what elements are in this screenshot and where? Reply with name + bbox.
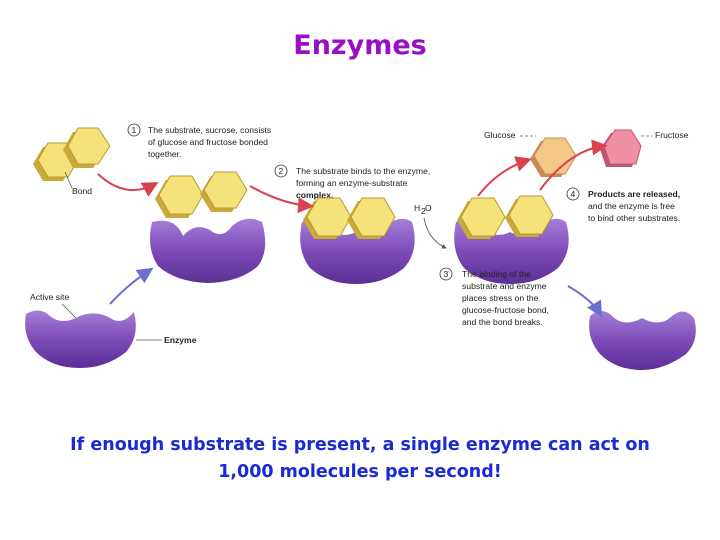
step-1-line-3: together. bbox=[148, 149, 181, 159]
bond-pointer bbox=[64, 171, 73, 189]
enzyme-substrate-complex-substrate bbox=[303, 197, 396, 239]
step-3: 3 The binding of the substrate and enzym… bbox=[439, 267, 549, 327]
step-3-line-5: and the bond breaks. bbox=[462, 317, 543, 327]
step-2: 2 The substrate binds to the enzyme, for… bbox=[274, 164, 430, 200]
step-1-number: 1 bbox=[132, 125, 137, 135]
fructose-label: Fructose bbox=[655, 130, 689, 140]
step-3-line-2: substrate and enzyme bbox=[462, 281, 547, 291]
water-label: H 2 O bbox=[414, 203, 432, 216]
step-1-line-2: of glucose and fructose bonded bbox=[148, 137, 268, 147]
bond-label: Bond bbox=[72, 186, 92, 196]
binding-arrow bbox=[249, 185, 314, 214]
sucrose-substrate-approaching bbox=[155, 171, 248, 218]
step-4-line-2: and the enzyme is free bbox=[588, 201, 675, 211]
step-3-line-1: The binding of the bbox=[462, 269, 531, 279]
caption-line-2: 1,000 molecules per second! bbox=[218, 462, 502, 482]
step-4-line-3: to bind other substrates. bbox=[588, 213, 680, 223]
fructose-product bbox=[600, 129, 642, 167]
step-2-line-3: complex. bbox=[296, 190, 333, 200]
active-site-pointer bbox=[61, 303, 77, 319]
glucose-label: Glucose bbox=[484, 130, 516, 140]
enzyme-freed-arrow bbox=[567, 285, 602, 318]
enzyme-cycle-diagram: Bond 1 The substrate, sucrose, consists … bbox=[25, 123, 696, 370]
enzyme-shape-1 bbox=[150, 218, 266, 283]
glucose-product bbox=[530, 137, 577, 177]
fructose-release-arrow bbox=[539, 139, 608, 191]
enzyme-shape-free-right bbox=[589, 311, 696, 370]
sucrose-substrate-free bbox=[33, 127, 111, 181]
enzyme-shape-free-left bbox=[25, 310, 136, 368]
svg-text:O: O bbox=[425, 203, 432, 213]
enzyme-return-arrow bbox=[109, 267, 154, 305]
step-1: 1 The substrate, sucrose, consists of gl… bbox=[127, 123, 271, 159]
step-4-line-1: Products are released, bbox=[588, 189, 680, 199]
step-3-number: 3 bbox=[444, 269, 449, 279]
step-3-line-4: glucose-fructose bond, bbox=[462, 305, 549, 315]
step-4-number: 4 bbox=[571, 189, 576, 199]
stressed-substrate bbox=[457, 195, 554, 239]
step-4: 4 Products are released, and the enzyme … bbox=[566, 187, 680, 223]
slide-title: Enzymes bbox=[293, 30, 427, 61]
caption: If enough substrate is present, a single… bbox=[60, 432, 660, 486]
water-arrow bbox=[423, 217, 447, 249]
step-1-line-1: The substrate, sucrose, consists bbox=[148, 125, 271, 135]
step-3-line-3: places stress on the bbox=[462, 293, 539, 303]
step-2-number: 2 bbox=[279, 166, 284, 176]
substrate-approach-arrow bbox=[97, 173, 159, 197]
svg-text:H: H bbox=[414, 203, 420, 213]
svg-text:2: 2 bbox=[421, 206, 426, 216]
step-2-line-1: The substrate binds to the enzyme, bbox=[296, 166, 430, 176]
active-site-label: Active site bbox=[30, 292, 69, 302]
step-2-line-2: forming an enzyme-substrate bbox=[296, 178, 408, 188]
caption-line-1: If enough substrate is present, a single… bbox=[70, 435, 650, 455]
glucose-release-arrow bbox=[477, 156, 532, 197]
enzyme-label: Enzyme bbox=[164, 335, 197, 345]
